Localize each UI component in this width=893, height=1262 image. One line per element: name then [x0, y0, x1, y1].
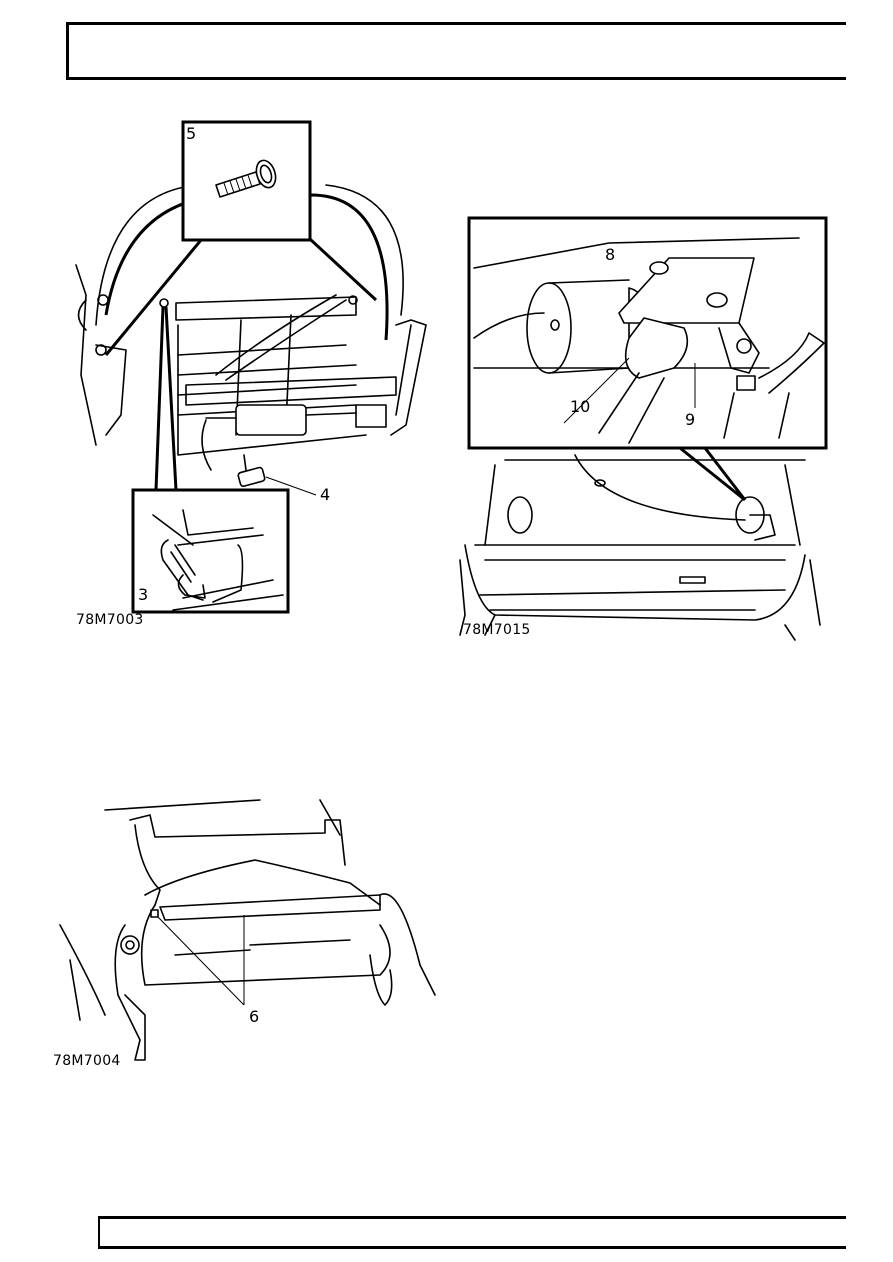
- callout-5: 5: [186, 124, 197, 143]
- figure-seat-frame-78M7003: 5 4 3 78M7003: [66, 115, 446, 635]
- callout-9: 9: [685, 410, 696, 429]
- seat-motor-illustration: [459, 216, 828, 641]
- callout-6: 6: [249, 1007, 260, 1026]
- figure-seat-motor-78M7015: 8 10 9 78M7015: [455, 215, 835, 645]
- seat-back-illustration: [59, 799, 436, 1061]
- figure-label: 78M7015: [463, 622, 531, 638]
- figure-seat-back-78M7004: 6 78M7004: [50, 795, 440, 1070]
- callout-10: 10: [570, 397, 591, 416]
- callout-4: 4: [320, 485, 331, 504]
- seat-frame-illustration: [75, 120, 427, 614]
- callout-3: 3: [138, 585, 149, 604]
- page-footer-box: [98, 1216, 846, 1249]
- page-header-box: [66, 22, 846, 80]
- figure-label: 78M7003: [76, 612, 144, 628]
- figure-label: 78M7004: [53, 1053, 121, 1069]
- callout-8: 8: [605, 245, 616, 264]
